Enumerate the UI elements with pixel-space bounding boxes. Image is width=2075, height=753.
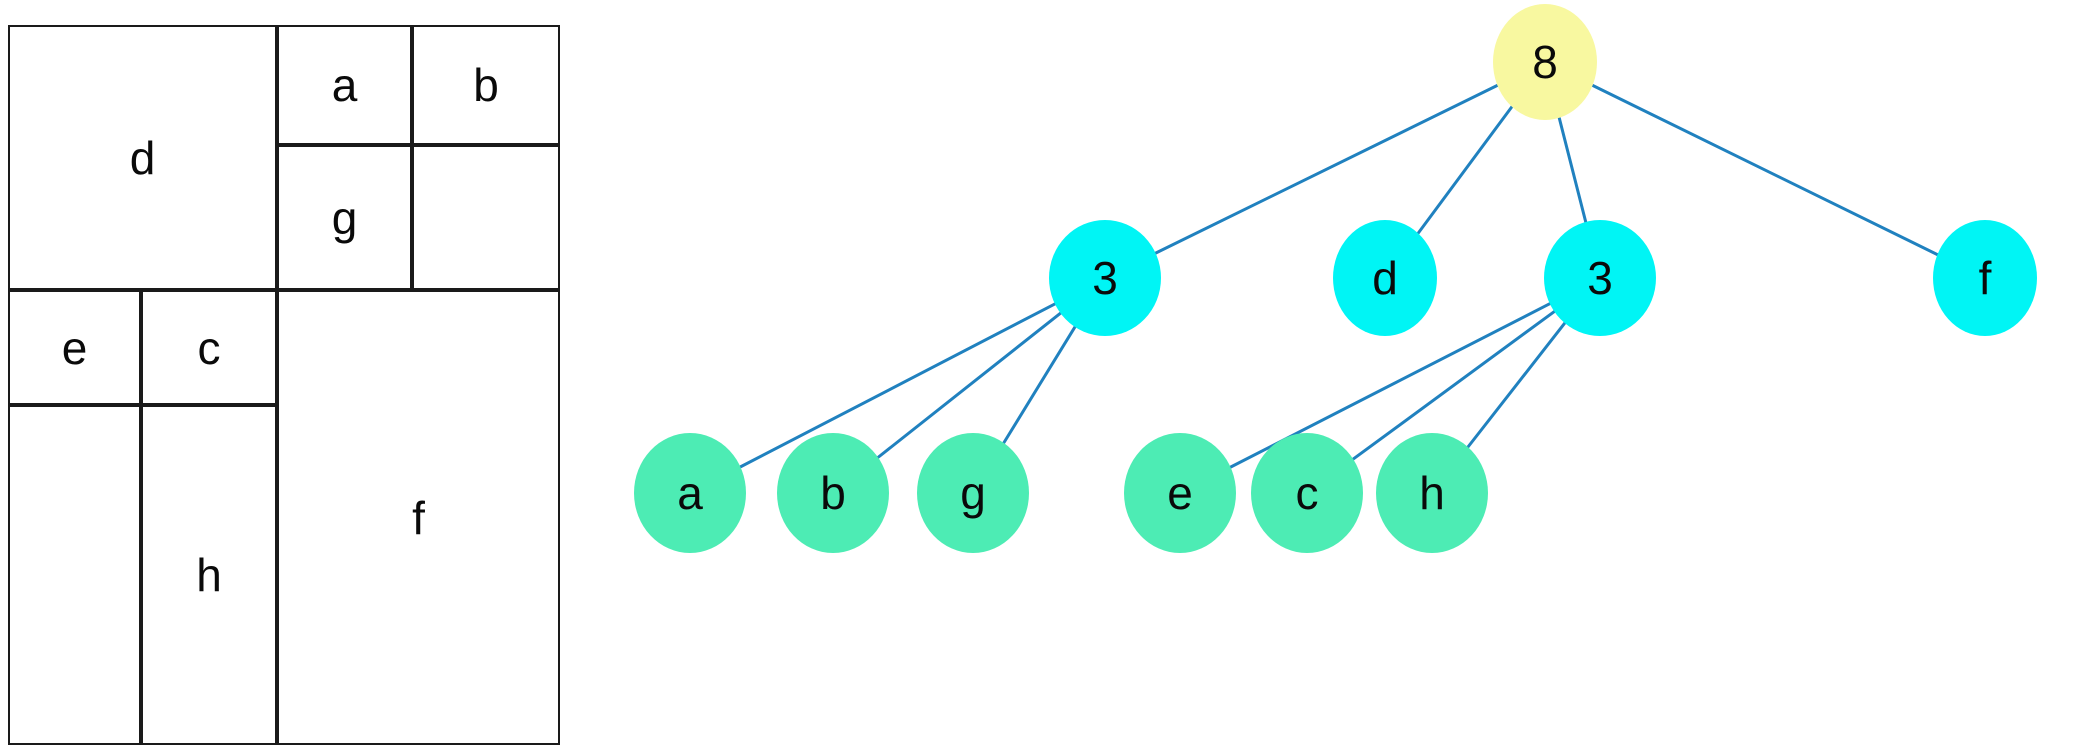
treemap-cell-label: c [197, 321, 221, 374]
treemap-cell-g[interactable]: g [277, 145, 412, 290]
treemap-cell-label: g [331, 191, 358, 244]
tree-node-label: d [1372, 252, 1398, 304]
tree-node-label: c [1295, 467, 1319, 519]
tree-edge [1154, 83, 1499, 255]
treemap-cell-blank[interactable] [8, 405, 141, 745]
tree-node-c-leaf[interactable]: c [1251, 433, 1363, 553]
tree-node-label: f [1978, 252, 1992, 304]
tree-node-label: 3 [1092, 252, 1118, 304]
tree-node-a-leaf[interactable]: a [634, 433, 746, 553]
tree-node-3-internal[interactable]: 3 [1049, 220, 1161, 336]
treemap-cell-c[interactable]: c [141, 290, 277, 405]
treemap-cell-label: a [331, 59, 358, 111]
tree-node-8-root[interactable]: 8 [1493, 4, 1597, 120]
treemap-cell-e[interactable]: e [8, 290, 141, 405]
tree-edge [738, 302, 1057, 469]
tree-edge [1002, 325, 1077, 445]
treemap-panel: d a b g e c h f [0, 0, 600, 753]
tree-node-label: 8 [1532, 36, 1558, 88]
treemap-cell-f[interactable]: f [277, 290, 560, 745]
treemap-cell-blank[interactable] [412, 145, 560, 290]
tree-node-label: h [1419, 467, 1445, 519]
treemap-cell-label: h [196, 549, 222, 601]
tree-edge [1466, 321, 1567, 449]
tree-edge [1351, 310, 1556, 461]
tree-node-label: e [1167, 467, 1193, 519]
tree-node-e-leaf[interactable]: e [1124, 433, 1236, 553]
tree-node-3-internal[interactable]: 3 [1544, 220, 1656, 336]
treemap-cell-label: d [129, 131, 156, 184]
tree-node-f-internal[interactable]: f [1933, 220, 2037, 336]
treemap-cell-h[interactable]: h [141, 405, 277, 745]
tree-panel: 8 3 d 3 f a b g e c h [600, 0, 2075, 753]
tree-node-b-leaf[interactable]: b [777, 433, 889, 553]
treemap-cell-label: e [61, 321, 88, 374]
tree-node-d-internal[interactable]: d [1333, 220, 1437, 336]
treemap-cell-a[interactable]: a [277, 25, 412, 145]
treemap-cell-label: f [412, 491, 425, 544]
tree-node-label: g [960, 467, 986, 519]
tree-node-g-leaf[interactable]: g [917, 433, 1029, 553]
tree-node-h-leaf[interactable]: h [1376, 433, 1488, 553]
tree-edge [876, 311, 1062, 459]
tree-node-label: a [677, 467, 703, 519]
treemap-cell-d[interactable]: d [8, 25, 277, 290]
tree-edge [1591, 83, 1939, 257]
treemap-cell-b[interactable]: b [412, 25, 560, 145]
treemap-cell-label: b [473, 59, 499, 111]
tree-edge [1557, 116, 1588, 224]
tree-node-label: 3 [1587, 252, 1613, 304]
tree-edge [1416, 105, 1514, 235]
tree-edge-layer [738, 83, 1939, 469]
tree-node-label: b [820, 467, 846, 519]
